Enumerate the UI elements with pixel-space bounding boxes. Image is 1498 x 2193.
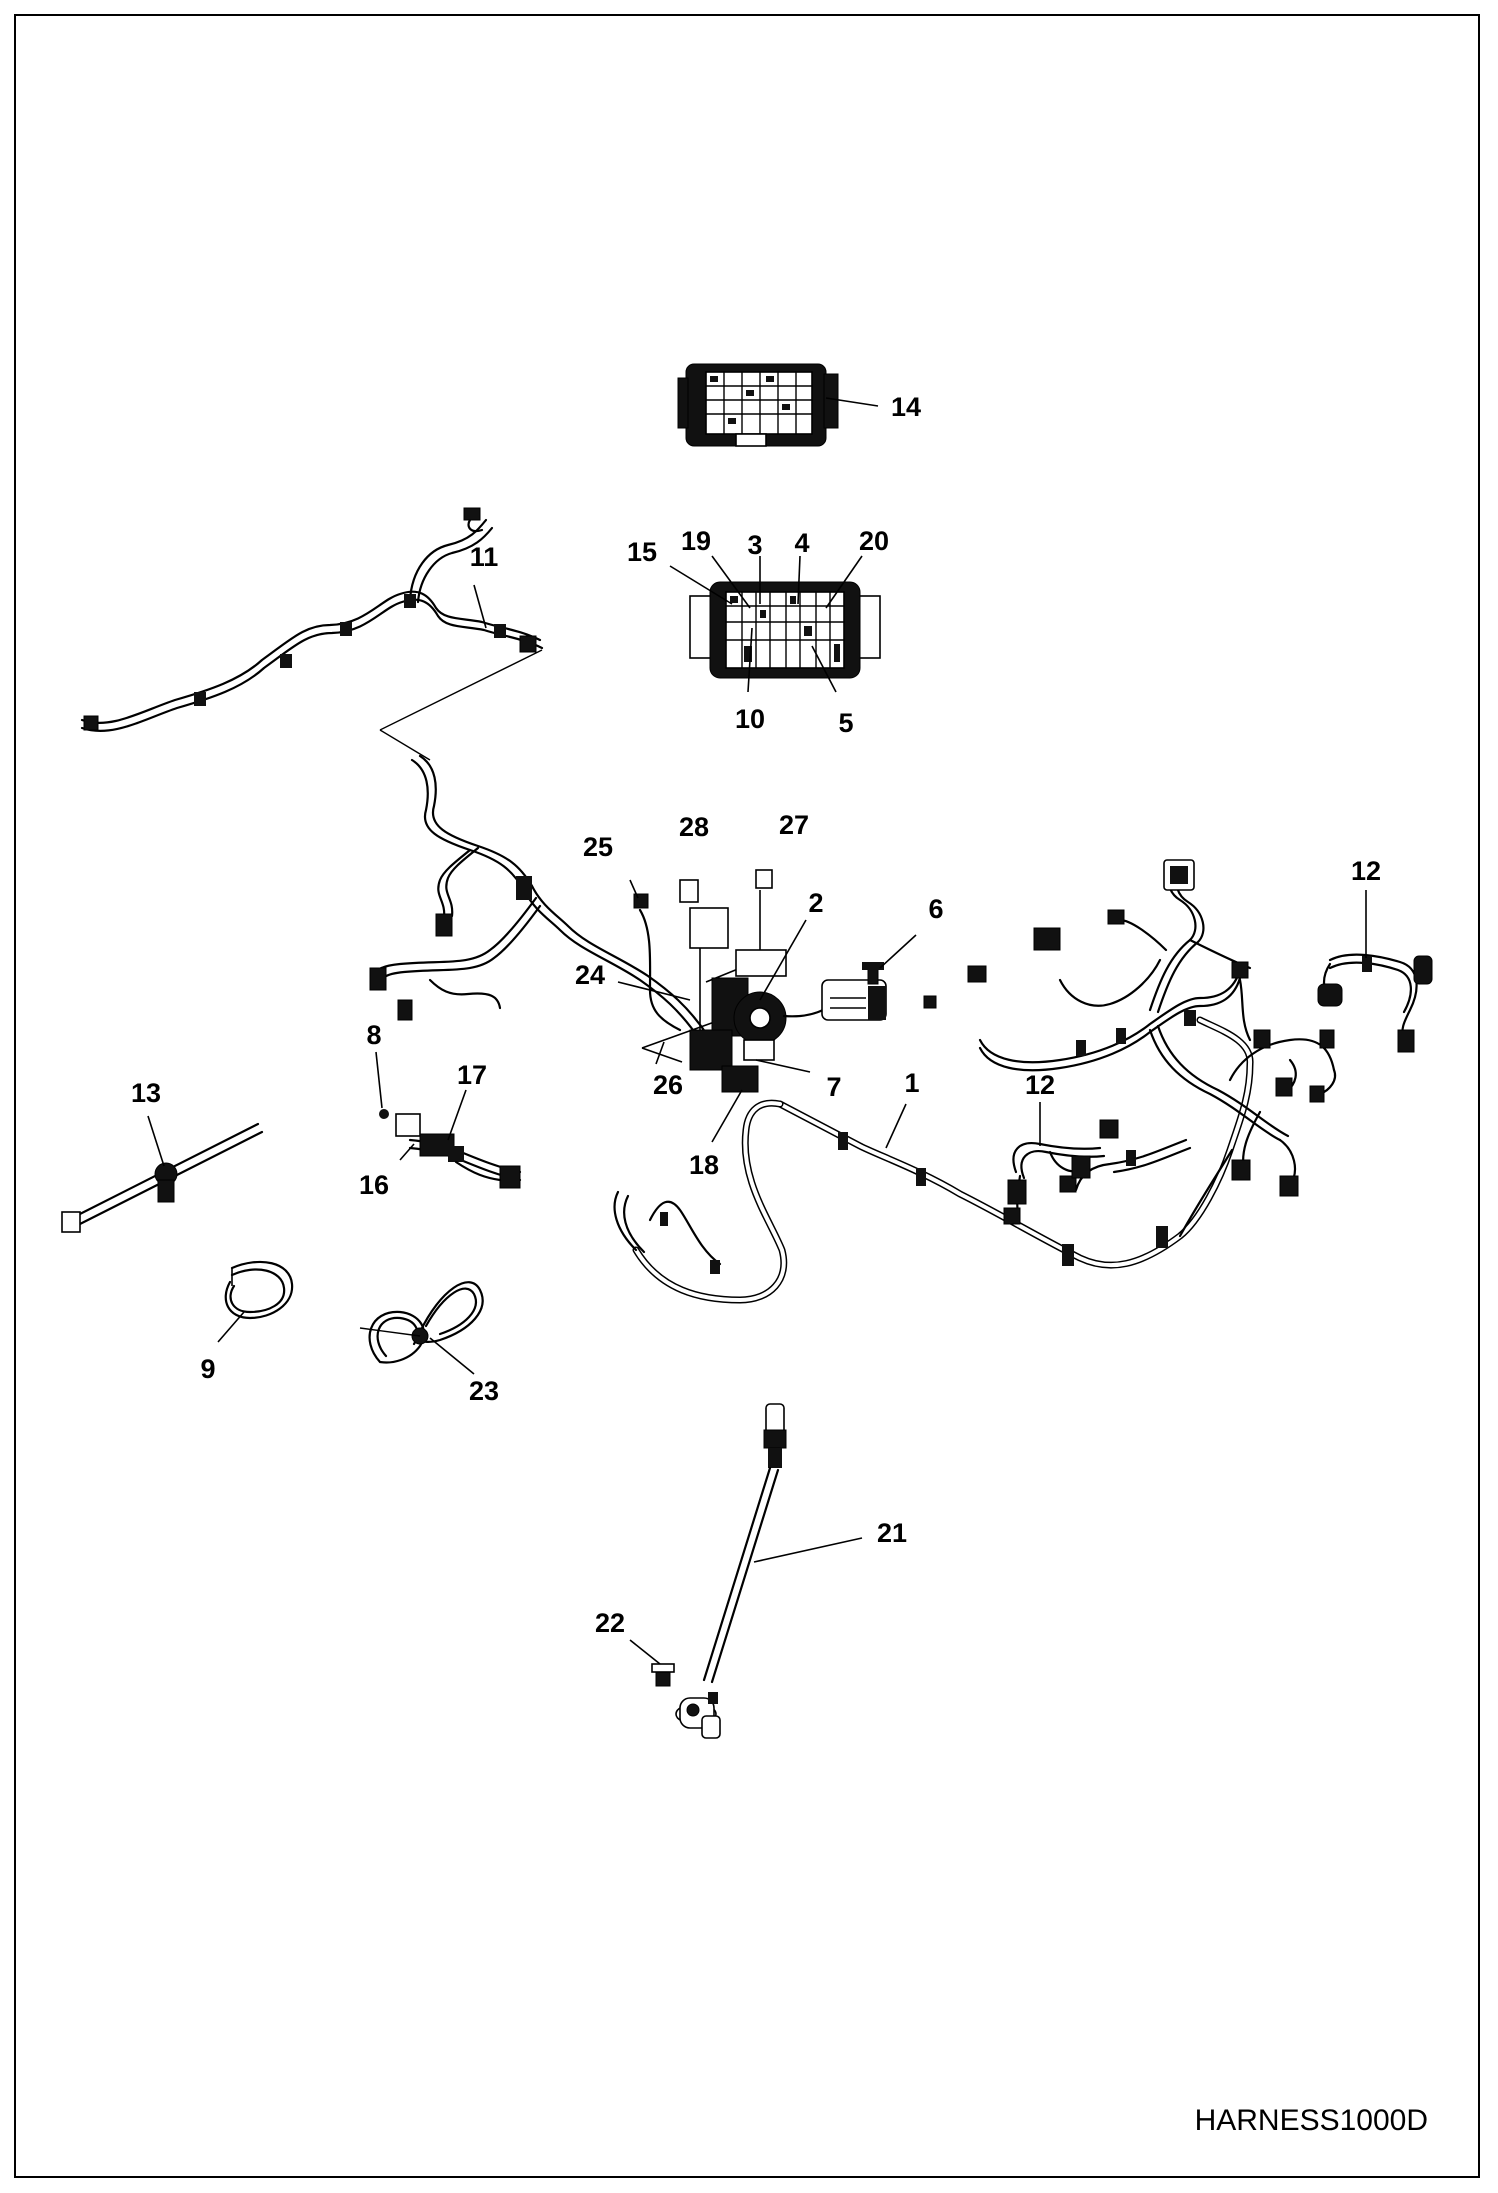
- callout-5: 5: [838, 708, 853, 738]
- sensor-harness-12-lower: [1003, 1142, 1106, 1225]
- callout-20: 20: [859, 526, 889, 556]
- callout-8: 8: [366, 1020, 381, 1050]
- double-loop-tie-23: [359, 1281, 484, 1364]
- callout-28: 28: [679, 812, 709, 842]
- fuse-box-cover: [677, 363, 839, 447]
- harness-branch-11: [80, 507, 544, 761]
- callout-21: 21: [877, 1518, 907, 1548]
- ground-strap-16-17: [379, 1109, 522, 1189]
- callout-27: 27: [779, 810, 809, 840]
- callout-10: 10: [735, 704, 765, 734]
- callout-7: 7: [826, 1072, 841, 1102]
- fuse-relay-block: [689, 581, 881, 679]
- callout-19: 19: [681, 526, 711, 556]
- callout-12-lower: 12: [1025, 1070, 1055, 1100]
- callout-13: 13: [131, 1078, 161, 1108]
- callout-16: 16: [359, 1170, 389, 1200]
- bolt-6: [862, 962, 937, 1009]
- callout-17: 17: [457, 1060, 487, 1090]
- leader-lines: [147, 397, 1367, 1665]
- callout-9: 9: [200, 1354, 215, 1384]
- callout-14: 15: [627, 537, 657, 567]
- cable-tie-13: [61, 1122, 264, 1233]
- harness-branch-right: [967, 859, 1337, 1197]
- callout-labels: 14 11 15 19 3 4 20 10 5 28 27 25 2 6 24 …: [131, 392, 1428, 2137]
- callout-4: 4: [794, 528, 809, 558]
- sensor-21: [675, 1403, 787, 1739]
- callout-12-upper: 12: [1351, 856, 1381, 886]
- callout-23: 23: [469, 1376, 499, 1406]
- bolt-22: [651, 1663, 675, 1687]
- relay-hub-area: [633, 869, 887, 1093]
- callout-26: 26: [653, 1070, 683, 1100]
- loop-clamp-9: [224, 1260, 294, 1320]
- callout-1: 1: [904, 1068, 919, 1098]
- callout-24: 24: [575, 960, 605, 990]
- callout-25: 25: [583, 832, 613, 862]
- callout-6: 6: [928, 894, 943, 924]
- harness-branch-left: [369, 754, 710, 1042]
- callout-22: 22: [595, 1608, 625, 1638]
- drawing-code: HARNESS1000D: [1195, 2104, 1428, 2137]
- callout-11: 11: [470, 542, 499, 572]
- diagram-frame: [14, 14, 1480, 2178]
- main-harness-1: [613, 1016, 1290, 1304]
- sensor-harness-12-upper: [1317, 953, 1433, 1053]
- callout-3: 3: [747, 530, 762, 560]
- callout-18: 18: [689, 1150, 719, 1180]
- callout-2: 2: [808, 888, 823, 918]
- callout-15: 14: [891, 392, 921, 422]
